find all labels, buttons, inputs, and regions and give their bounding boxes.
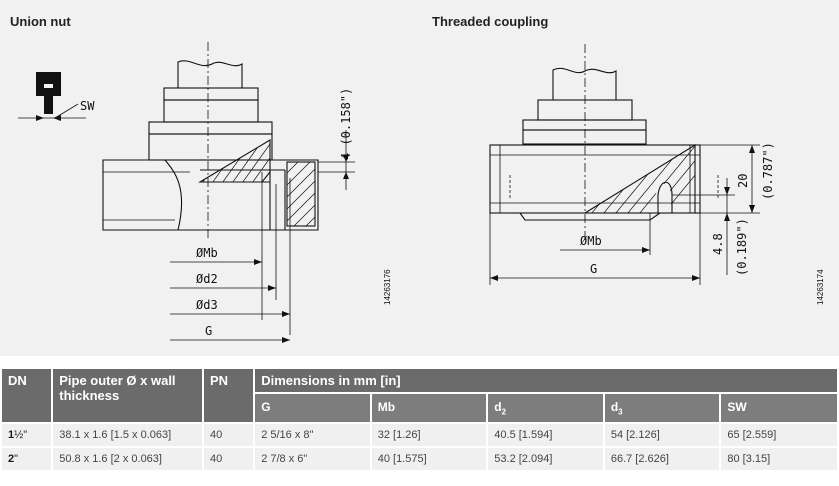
cell-pipe: 38.1 x 1.6 [1.5 x 0.063] bbox=[53, 424, 202, 447]
table-row: 2" 50.8 x 1.6 [2 x 0.063] 40 2 7/8 x 6" … bbox=[2, 448, 837, 471]
table-row: 1½" 38.1 x 1.6 [1.5 x 0.063] 40 2 5/16 x… bbox=[2, 424, 837, 447]
cell-pipe: 50.8 x 1.6 [2 x 0.063] bbox=[53, 448, 202, 471]
dimensions-table: DN Pipe outer Ø x wall thickness PN Dime… bbox=[0, 367, 839, 472]
cell-pn: 40 bbox=[203, 448, 254, 471]
dim-48-label: 4.8 bbox=[711, 233, 725, 255]
cell-g: 2 5/16 x 8" bbox=[255, 424, 370, 447]
header-g: G bbox=[255, 394, 370, 423]
cell-dn-value: 1 bbox=[8, 429, 15, 442]
cell-pn: 40 bbox=[203, 424, 254, 447]
header-d3-letter: d bbox=[610, 400, 619, 414]
dim-20-inch-label: (0.787") bbox=[761, 142, 775, 200]
dim-g-label: G bbox=[205, 324, 212, 338]
header-dn: DN bbox=[2, 369, 52, 423]
header-d3: d3 bbox=[604, 394, 720, 423]
cell-mb: 40 [1.575] bbox=[371, 448, 487, 471]
wrench-icon bbox=[36, 72, 61, 114]
dim-g-right-label: G bbox=[590, 262, 597, 276]
dim-mb-label: ØMb bbox=[196, 246, 218, 260]
header-d2-letter: d bbox=[494, 400, 502, 414]
cell-dn: 2" bbox=[2, 448, 52, 471]
dim-mb-right-label: ØMb bbox=[580, 234, 602, 248]
union-nut-drawing: 4 (0.158") ØMb Ød2 Ød3 G SW bbox=[18, 42, 355, 343]
header-d2: d2 bbox=[488, 394, 603, 423]
union-nut-drawing-code: 14263176 bbox=[383, 269, 392, 305]
cell-d2: 53.2 [2.094] bbox=[488, 448, 603, 471]
header-d2-subscript: 2 bbox=[501, 407, 507, 417]
figure-panel: Union nut Threaded coupling bbox=[0, 0, 839, 356]
table-header-row: DN Pipe outer Ø x wall thickness PN Dime… bbox=[2, 369, 837, 423]
cell-sw: 80 [3.15] bbox=[721, 448, 837, 471]
threaded-coupling-drawing: 20 (0.787") 4.8 (0.189") ØMb G bbox=[489, 44, 775, 285]
cell-dn-fraction: ½" bbox=[14, 429, 28, 442]
dim-d2-label: Ød2 bbox=[196, 272, 218, 286]
header-pn: PN bbox=[203, 369, 254, 423]
dim-20-label: 20 bbox=[736, 174, 750, 188]
dim-d3-label: Ød3 bbox=[196, 298, 218, 312]
cell-sw: 65 [2.559] bbox=[721, 424, 837, 447]
header-d3-subscript: 3 bbox=[618, 407, 623, 417]
cell-dn-value: 2 bbox=[8, 453, 15, 466]
cell-d3: 66.7 [2.626] bbox=[604, 448, 720, 471]
cell-dn: 1½" bbox=[2, 424, 52, 447]
threaded-coupling-title: Threaded coupling bbox=[432, 14, 549, 29]
union-nut-title: Union nut bbox=[10, 14, 71, 29]
cell-g: 2 7/8 x 6" bbox=[255, 448, 370, 471]
threaded-coupling-drawing-code: 14263174 bbox=[816, 269, 825, 305]
header-dimensions: Dimensions in mm [in] bbox=[255, 369, 837, 392]
cell-dn-fraction: " bbox=[14, 453, 19, 466]
dim-48-inch-label: (0.189") bbox=[735, 218, 749, 276]
header-mb: Mb bbox=[371, 394, 487, 423]
header-pipe: Pipe outer Ø x wall thickness bbox=[53, 369, 202, 423]
header-sw: SW bbox=[721, 394, 837, 423]
cell-d2: 40.5 [1.594] bbox=[488, 424, 603, 447]
sw-label: SW bbox=[80, 99, 95, 113]
cell-mb: 32 [1.26] bbox=[371, 424, 487, 447]
dim-4-label: 4 (0.158") bbox=[339, 88, 353, 160]
table-subheader-row: G Mb d2 d3 SW bbox=[2, 394, 837, 423]
technical-drawing: 4 (0.158") ØMb Ød2 Ød3 G SW 142 bbox=[18, 42, 825, 343]
cell-d3: 54 [2.126] bbox=[604, 424, 720, 447]
